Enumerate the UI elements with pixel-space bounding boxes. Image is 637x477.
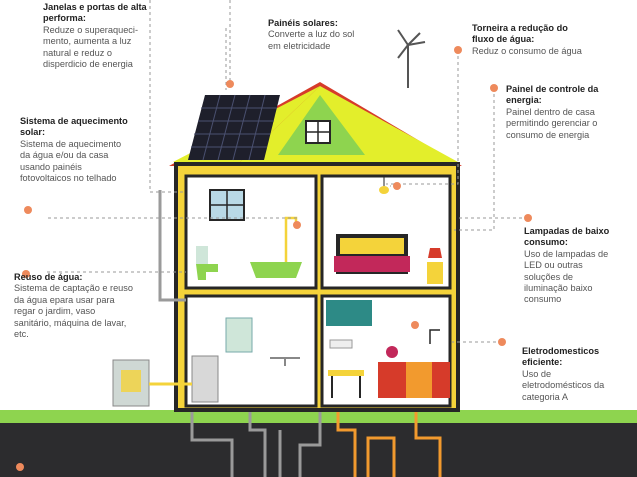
ceiling-light	[379, 186, 389, 194]
label-faucet: Torneira a redução do fluxo de água: Red…	[472, 23, 582, 57]
nightstand	[427, 262, 443, 284]
label-solar-panels: Painéis solares: Converte a luz do sol e…	[268, 18, 368, 52]
label-lamps-desc: Uso de lampadas de LED ou outras soluçõe…	[524, 248, 609, 305]
label-solar-panels-title: Painéis solares:	[268, 18, 338, 28]
label-water-reuse-title: Reuso de água:	[14, 272, 83, 282]
leader-lines	[47, 0, 528, 343]
underground-pipes	[190, 405, 442, 477]
kettle	[386, 346, 398, 358]
label-faucet-desc: Reduz o consumo de água	[472, 45, 582, 56]
label-control-panel-title: Painel de controle da energia:	[506, 84, 599, 106]
wind-turbine	[397, 29, 426, 88]
label-faucet-title: Torneira a redução do fluxo de água:	[472, 23, 568, 45]
label-lamps: Lampadas de baixo consumo: Uso de lampad…	[524, 226, 616, 306]
label-solar-panels-desc: Converte a luz do sol em eletricidade	[268, 29, 355, 51]
control-panel	[329, 339, 353, 349]
label-control-panel-desc: Painel dentro de casa permitindo gerenci…	[506, 106, 598, 140]
label-solar-heating: Sistema de aquecimento solar: Sistema de…	[20, 116, 128, 184]
label-water-reuse-desc: Sistema de captação e reuso da água epar…	[14, 283, 133, 340]
faucet	[429, 329, 440, 344]
label-appliances: Eletrodomesticos eficiente: Uso de eletr…	[522, 346, 622, 403]
bathtub	[250, 262, 302, 278]
label-windows-desc: Reduze o superaqueci-mento, aumenta a lu…	[43, 24, 138, 70]
gutter-pipe	[158, 190, 186, 302]
toilet-tank	[196, 246, 208, 264]
label-lamps-title: Lampadas de baixo consumo:	[524, 226, 610, 248]
solar-panel-grid	[191, 94, 277, 161]
label-water-reuse: Reuso de água: Sistema de captação e reu…	[14, 272, 134, 340]
bed	[334, 256, 410, 272]
kitchen-counter	[406, 362, 432, 398]
label-appliances-desc: Uso de eletrodomésticos da categoria A	[522, 368, 605, 402]
callout-dots	[16, 46, 532, 471]
table	[328, 370, 364, 376]
label-windows: Janelas e portas de alta performa: Reduz…	[43, 2, 151, 70]
stove	[378, 362, 406, 398]
water-tank	[225, 317, 253, 353]
label-control-panel: Painel de controle da energia: Painel de…	[506, 84, 618, 141]
toilet	[196, 264, 218, 280]
washing-machine	[191, 355, 219, 403]
label-solar-heating-desc: Sistema de aquecimento da água e/ou da c…	[20, 138, 122, 184]
kitchen-cabinet	[326, 300, 372, 326]
label-solar-heating-title: Sistema de aquecimento solar:	[20, 116, 128, 138]
solar-panel	[188, 95, 280, 160]
label-windows-title: Janelas e portas de alta performa:	[43, 2, 147, 24]
lamp	[428, 248, 442, 258]
label-appliances-title: Eletrodomesticos eficiente:	[522, 346, 600, 368]
